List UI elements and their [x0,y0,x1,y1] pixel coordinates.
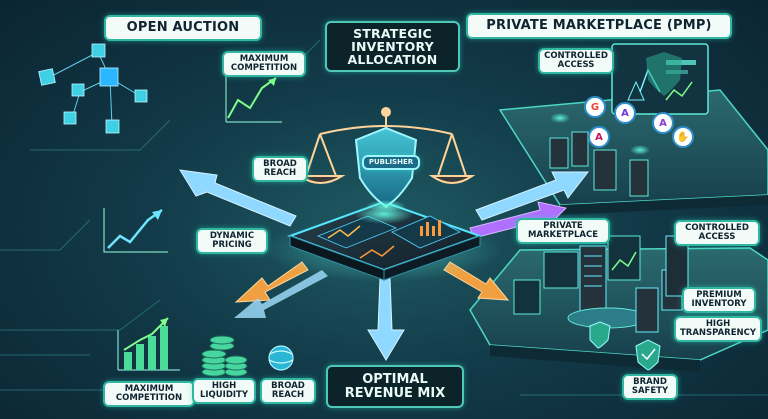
label-optimal-revenue-mix: OPTIMAL REVENUE MIX [326,365,464,408]
label-high-transparency: HIGH TRANSPARENCY [674,316,762,342]
label-strategic-allocation: STRATEGIC INVENTORY ALLOCATION [325,21,460,72]
coin-stack [202,336,247,376]
cube-nodes [39,44,147,133]
label-high-liquidity: HIGH LIQUIDITY [192,378,256,404]
label-dynamic-pricing: DYNAMIC PRICING [196,228,268,254]
growth-chart-top [228,78,276,118]
brand-aa-icon: A [652,112,674,134]
brand-hand-icon: ✋ [672,126,694,148]
label-premium-inventory: PREMIUM INVENTORY [682,287,756,313]
arrow-blue-down [368,278,404,360]
central-device [264,202,504,282]
label-pmp: PRIVATE MARKETPLACE (PMP) [466,13,732,39]
label-publisher: PUBLISHER [362,155,420,170]
cube-network [48,52,140,126]
brand-a-icon: A [614,102,636,124]
brand-angular-icon: A [588,126,610,148]
label-broad-reach-bottom: BROAD REACH [260,378,316,404]
label-maximum-competition-bottom: MAXIMUM COMPETITION [103,381,195,407]
label-broad-reach-mid: BROAD REACH [252,156,308,182]
label-controlled-access-right: CONTROLLED ACCESS [674,220,760,246]
label-brand-safety: BRAND SAFETY [622,374,678,400]
google-logo-icon: G [584,96,606,118]
globe-graphic [269,346,293,370]
pricing-chart [108,210,162,248]
label-maximum-competition-top: MAXIMUM COMPETITION [222,51,306,77]
label-controlled-access-top: CONTROLLED ACCESS [538,48,614,74]
label-open-auction: OPEN AUCTION [104,15,262,41]
label-private-marketplace: PRIVATE MARKETPLACE [516,218,610,244]
